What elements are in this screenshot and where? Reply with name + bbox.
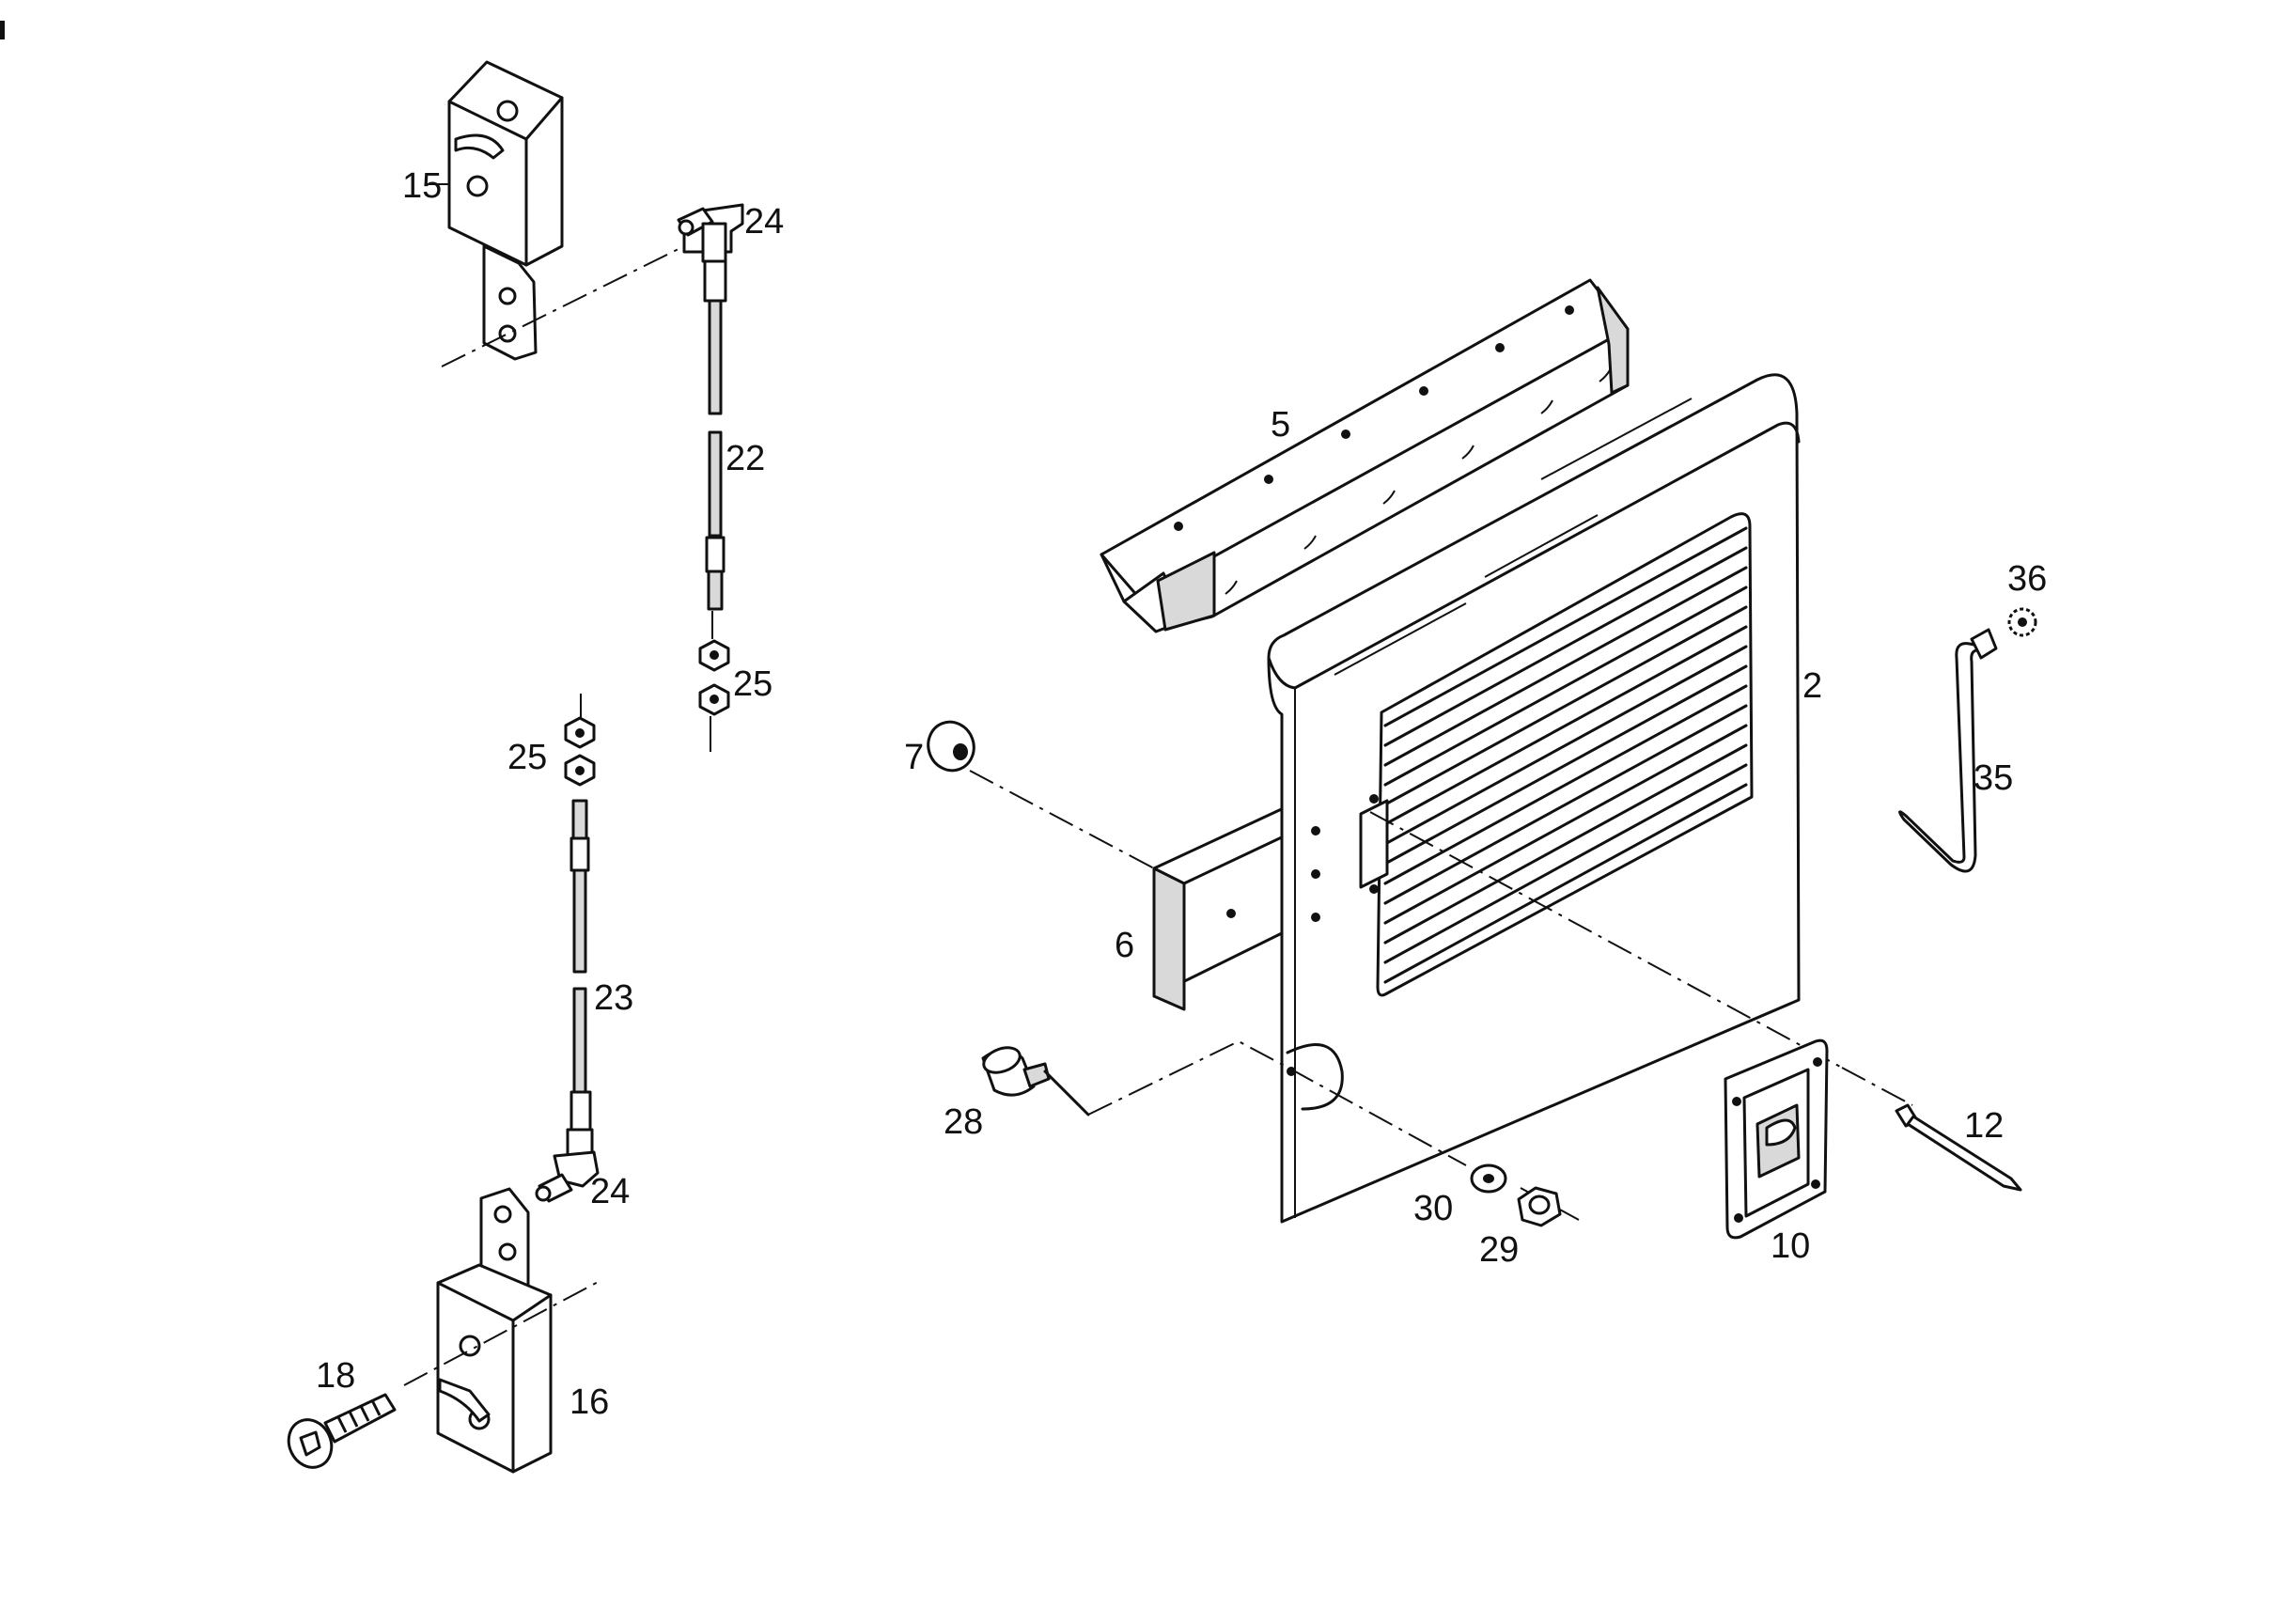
pin-part-12 — [1895, 1103, 2022, 1192]
upper-nuts-part-25 — [698, 611, 730, 752]
label-35: 35 — [1974, 758, 2013, 798]
nut-part-29 — [1517, 1186, 1562, 1227]
crank-handle-part-35 — [1898, 628, 1998, 873]
label-30: 30 — [1413, 1189, 1453, 1228]
top-rail-part-5 — [1100, 278, 1630, 633]
corner-mark — [0, 21, 5, 39]
label-25-upper: 25 — [733, 664, 772, 704]
label-22: 22 — [726, 439, 765, 478]
label-25-lower: 25 — [507, 738, 547, 777]
axis-line-latch-16 — [403, 1279, 602, 1386]
upper-elbow-fitting-part-24 — [677, 203, 744, 263]
lock-washer-part-36 — [2007, 607, 2037, 637]
label-6: 6 — [1115, 926, 1134, 965]
lower-elbow-fitting-part-24 — [535, 1128, 600, 1203]
upper-latch-part-15 — [447, 60, 564, 361]
label-18: 18 — [316, 1356, 355, 1396]
grille-slats — [1383, 526, 1748, 984]
upper-cable-rod-part-22 — [703, 259, 727, 611]
door-panel-part-2 — [1267, 373, 1801, 1224]
screw-part-18 — [287, 1393, 397, 1469]
label-7: 7 — [904, 738, 924, 777]
label-24-upper: 24 — [744, 202, 784, 242]
label-36: 36 — [2007, 559, 2047, 599]
label-23: 23 — [594, 978, 633, 1018]
axis-line-28 — [1087, 1039, 1467, 1166]
bolt-part-28 — [981, 1046, 1090, 1116]
label-28: 28 — [944, 1102, 983, 1142]
recessed-handle-part-10 — [1724, 1038, 1829, 1240]
washer-part-7 — [927, 720, 975, 773]
label-12: 12 — [1964, 1106, 2004, 1146]
label-24-lower: 24 — [590, 1172, 630, 1211]
axis-line-latch-15 — [441, 236, 704, 367]
label-29: 29 — [1479, 1230, 1519, 1270]
label-16: 16 — [570, 1382, 609, 1422]
lower-nuts-part-25 — [564, 694, 596, 787]
lower-latch-part-16 — [436, 1187, 553, 1474]
lower-cable-rod-part-23 — [570, 799, 592, 1132]
axis-line-7 — [969, 770, 1155, 869]
label-5: 5 — [1271, 405, 1290, 445]
label-10: 10 — [1771, 1226, 1810, 1266]
label-2: 2 — [1802, 666, 1822, 706]
washer-part-30 — [1470, 1163, 1507, 1194]
label-15: 15 — [402, 166, 442, 206]
axis-line-12b — [1841, 1067, 1913, 1106]
wood-block-part-6 — [1152, 804, 1289, 1011]
